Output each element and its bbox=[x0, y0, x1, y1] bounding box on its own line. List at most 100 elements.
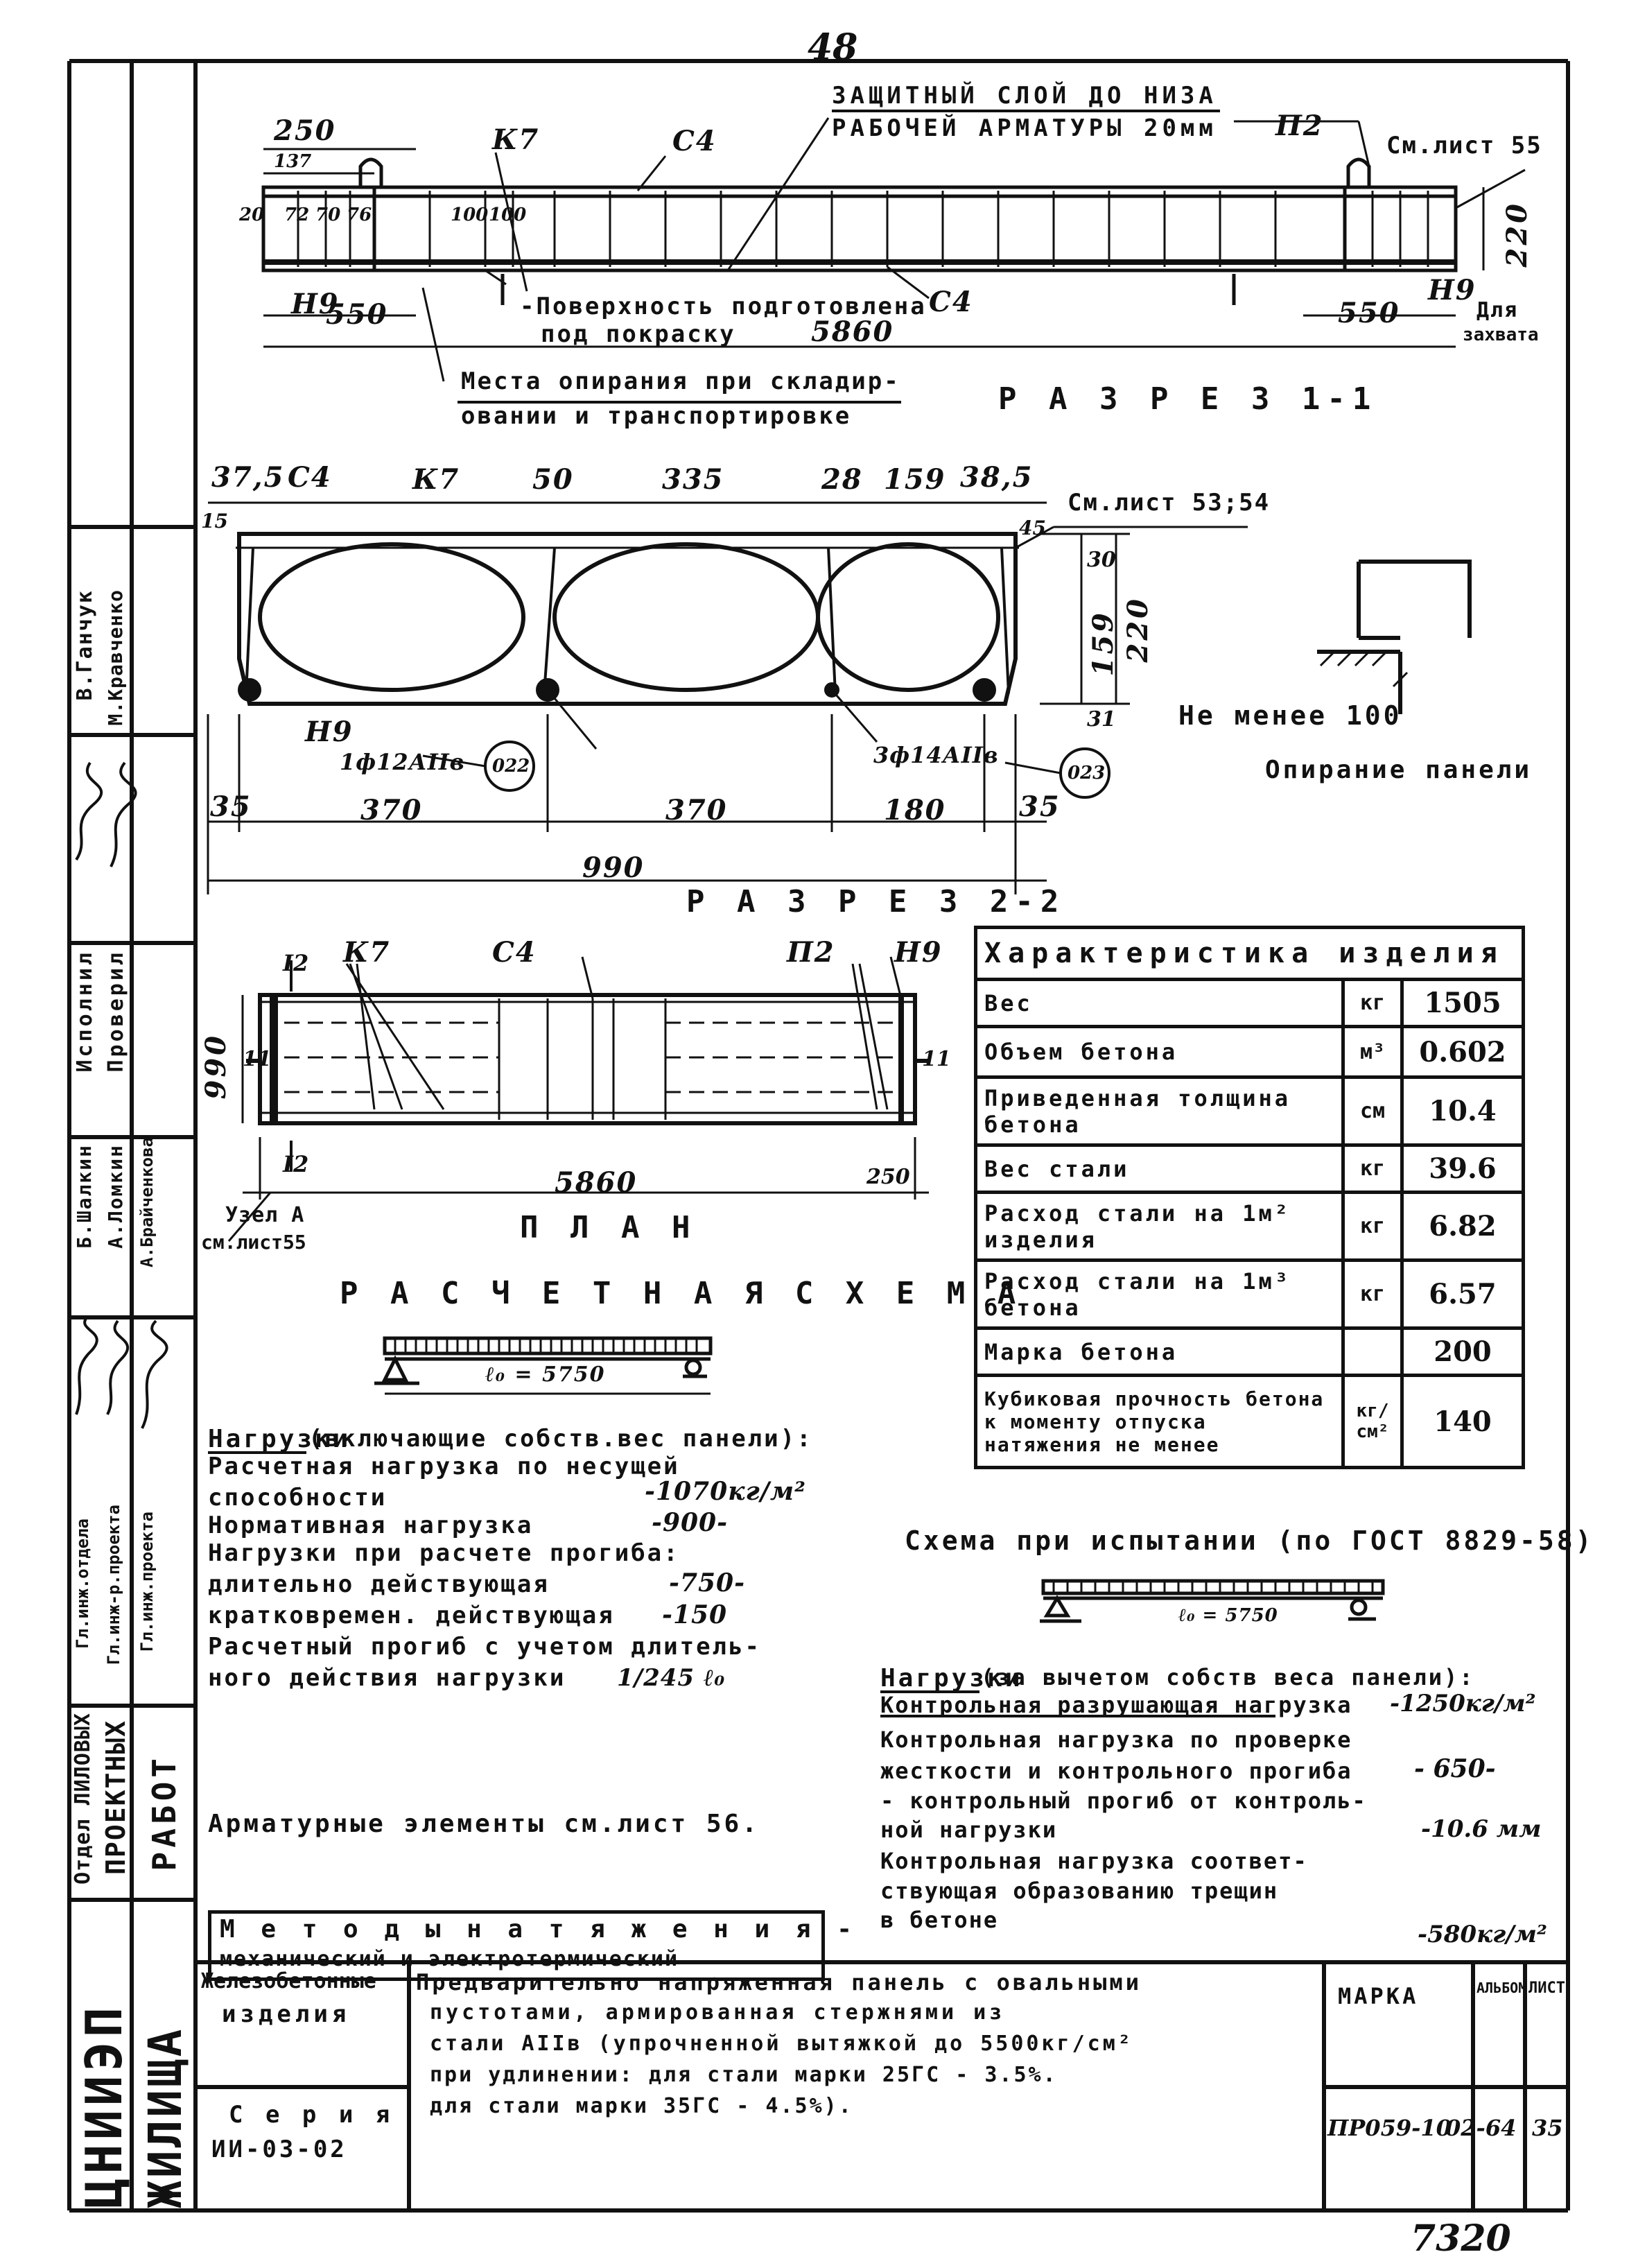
signature-4 bbox=[75, 761, 103, 861]
dim-30: 30 bbox=[1087, 548, 1116, 572]
tb-category-1: Железобетонные bbox=[201, 1969, 376, 1993]
dim-550-right: 550 bbox=[1338, 297, 1400, 329]
test-loads-heading: Нагрузки bbox=[880, 1664, 1023, 1693]
calc-loads-heading: Нагрузки bbox=[208, 1425, 351, 1453]
plan-mark-p2: П2 bbox=[787, 936, 835, 969]
not-less-100: Не менее 100 bbox=[1178, 700, 1402, 731]
dim-990-total: 990 bbox=[582, 851, 645, 884]
plan-title: П Л А Н bbox=[520, 1210, 697, 1245]
calc-line-5: кратковремен. действующая bbox=[208, 1602, 615, 1629]
dim-250: 250 bbox=[274, 114, 336, 147]
tb-sheet: 35 bbox=[1532, 2115, 1563, 2141]
table-row: Кубиковая прочность бетона к моменту отп… bbox=[974, 1374, 1525, 1469]
tension-methods-line-2: механический и электротермический bbox=[220, 1947, 679, 1971]
calc-line-6: Расчетный прогиб с учетом длитель- bbox=[208, 1633, 761, 1661]
calc-value-3: -150 bbox=[662, 1600, 728, 1629]
calc-line-0: Расчетная нагрузка по несущей bbox=[208, 1453, 680, 1480]
tb-desc-2: стали АIIв (упрочненной вытяжкой до 5500… bbox=[430, 2032, 1133, 2056]
dim-159-top: 159 bbox=[884, 463, 946, 496]
support-label-2: овании и транспортировке bbox=[461, 402, 852, 430]
section-1-1-title: Р А З Р Е З 1-1 bbox=[998, 381, 1378, 417]
for-grab-2: захвата bbox=[1463, 324, 1539, 345]
dim-335: 335 bbox=[662, 463, 724, 496]
support-label-1: Места опирания при складир- bbox=[461, 367, 900, 395]
plan-mark-i2-top: I2 bbox=[283, 950, 309, 976]
signature-5 bbox=[110, 761, 137, 867]
test-line-2: жесткости и контрольного прогиба bbox=[880, 1758, 1352, 1784]
plan-mark-11-left: 11 bbox=[243, 1047, 272, 1071]
calc-line-4: длительно действующая bbox=[208, 1570, 550, 1598]
signature-2 bbox=[106, 1319, 130, 1415]
test-value-0: -1250кг/м² bbox=[1390, 1690, 1536, 1717]
calc-scheme-drawing bbox=[374, 1336, 713, 1395]
plan-see-sheet-55: см.лист55 bbox=[201, 1231, 306, 1254]
signature-1 bbox=[75, 1316, 98, 1415]
tension-methods-line-1: М е т о д ы н а т я ж е н и я - bbox=[220, 1915, 857, 1944]
test-line-6: ствующая образованию трещин bbox=[880, 1878, 1279, 1904]
calc-value-1: -900- bbox=[652, 1508, 729, 1537]
calc-scheme-span: ℓ₀ = 5750 bbox=[485, 1362, 606, 1387]
tb-series-label: С е р и я bbox=[229, 2101, 394, 2129]
characteristics-title: Характеристика изделия bbox=[974, 926, 1525, 981]
dim-72: 72 bbox=[284, 205, 310, 225]
support-detail-drawing bbox=[1317, 560, 1472, 714]
bar-right-label: 3ф14АIIв bbox=[873, 742, 999, 768]
dim-37-5: 37,5 bbox=[211, 461, 285, 494]
dim-15: 15 bbox=[201, 510, 228, 533]
tb-series: ИИ-03-02 bbox=[211, 2136, 347, 2163]
plan-node-a: Узел А bbox=[225, 1203, 305, 1227]
dim-76: 76 bbox=[347, 205, 372, 225]
test-scheme-drawing bbox=[1040, 1579, 1385, 1623]
plan-mark-s4: С4 bbox=[492, 936, 537, 969]
mark-p2-s1: П2 bbox=[1275, 110, 1324, 142]
section-1-1-drawing bbox=[261, 117, 1526, 382]
dim-550-left: 550 bbox=[326, 298, 388, 331]
mark-s4-s2: С4 bbox=[288, 461, 332, 494]
plan-mark-n9: Н9 bbox=[894, 936, 943, 969]
dim-370-b: 370 bbox=[665, 794, 728, 826]
tb-sheet-label: ЛИСТ bbox=[1528, 1980, 1565, 1997]
protective-layer-label-2: РАБОЧЕЙ АРМАТУРЫ 20мм bbox=[832, 114, 1217, 142]
calc-line-3: Нагрузки при расчете прогиба: bbox=[208, 1539, 680, 1567]
dim-5860-s1: 5860 bbox=[811, 315, 894, 348]
mark-n9-s1-right: Н9 bbox=[1428, 274, 1476, 306]
dim-35-right: 35 bbox=[1019, 790, 1061, 823]
dim-38-5: 38,5 bbox=[960, 461, 1034, 494]
calc-value-0: -1070кг/м² bbox=[645, 1477, 806, 1506]
tb-desc-0: Предварительно напряженная панель с овал… bbox=[416, 1969, 1142, 1996]
tb-mark-label: МАРКА bbox=[1338, 1983, 1419, 2009]
plan-mark-i2-bottom: I2 bbox=[283, 1151, 309, 1177]
protective-layer-label-1: ЗАЩИТНЫЙ СЛОЙ ДО НИЗА bbox=[832, 82, 1217, 110]
dim-20: 20 bbox=[239, 205, 265, 225]
mark-n9-s2: Н9 bbox=[305, 716, 354, 748]
bar-right-code: 023 bbox=[1068, 763, 1106, 784]
calc-line-1: способности bbox=[208, 1484, 387, 1512]
plan-mark-11-right: 11 bbox=[922, 1047, 951, 1071]
test-value-1: - 650- bbox=[1414, 1754, 1496, 1783]
dim-28: 28 bbox=[821, 463, 863, 496]
tb-album: 02-64 bbox=[1445, 2115, 1517, 2141]
surface-label-2: под покраску bbox=[541, 320, 736, 348]
tb-album-label: АЛЬБОМ bbox=[1476, 1980, 1527, 1996]
tb-desc-4: для стали марки 35ГС - 4.5%). bbox=[430, 2094, 853, 2118]
mark-n9-s1-left: Н9 bbox=[291, 288, 340, 320]
test-scheme-span: ℓ₀ = 5750 bbox=[1178, 1605, 1278, 1626]
plan-dim-5860: 5860 bbox=[555, 1166, 638, 1199]
dim-100b: 100 bbox=[489, 205, 527, 225]
dim-137: 137 bbox=[274, 151, 312, 172]
mark-k7-s2: К7 bbox=[412, 463, 460, 496]
plan-dim-250: 250 bbox=[866, 1165, 910, 1189]
dim-70: 70 bbox=[315, 205, 341, 225]
calc-scheme-title: Р А С Ч Е Т Н А Я С Х Е М А bbox=[340, 1276, 1023, 1311]
test-value-2: -10.6 мм bbox=[1421, 1815, 1542, 1843]
test-loads-heading-rest: (за вычетом собств веса панели): bbox=[981, 1664, 1475, 1690]
page-number: 48 bbox=[808, 26, 858, 69]
dim-45: 45 bbox=[1019, 517, 1046, 539]
dim-31: 31 bbox=[1087, 707, 1116, 732]
dim-50: 50 bbox=[532, 463, 574, 496]
